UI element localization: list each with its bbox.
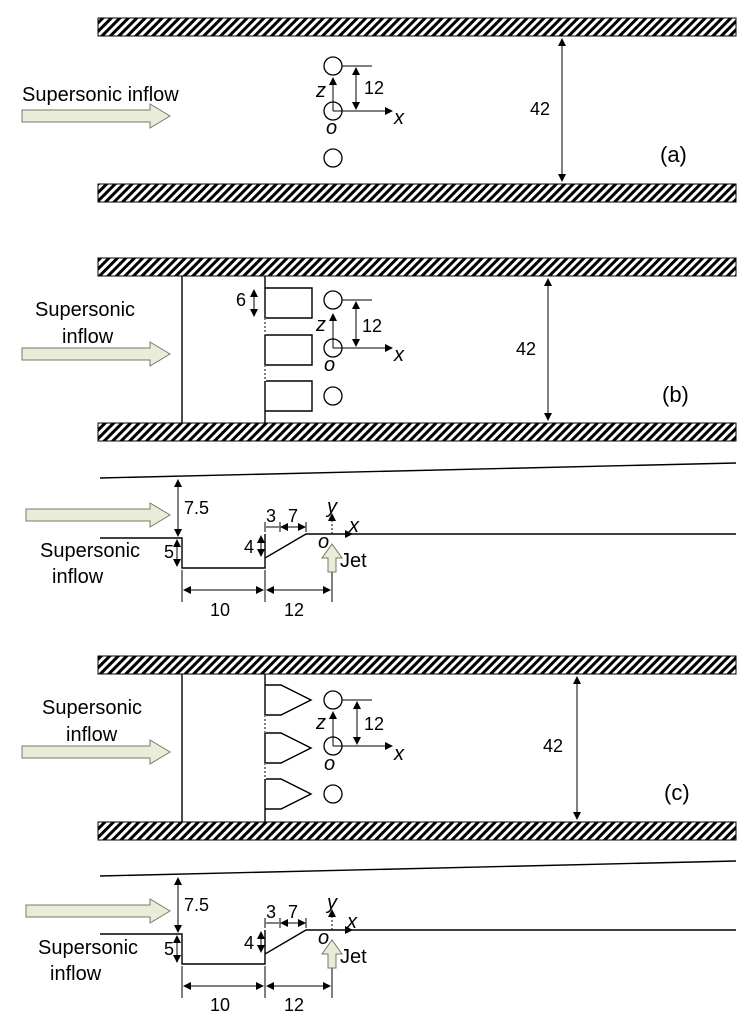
x-axis-label: x (348, 515, 360, 537)
jet-label: Jet (340, 946, 367, 968)
panel-b-side-view: Supersonic inflow 7.5 5 4 3 7 10 12 y x … (25, 462, 737, 620)
bottom-wall (97, 821, 737, 841)
step-height-label: 7.5 (184, 498, 209, 518)
injector-circle (323, 148, 343, 168)
inflow-arrow (25, 898, 171, 924)
x-axis-label: x (346, 911, 358, 933)
jet-arrow (321, 543, 343, 573)
rectangular-ramp (265, 287, 313, 319)
lip-height-label: 5 (164, 939, 174, 959)
inflow-label-line2: inflow (52, 566, 104, 588)
ramp-to-jet-label: 12 (284, 995, 304, 1015)
inflow-label-line1: Supersonic (40, 540, 140, 562)
injector-circle (323, 290, 343, 310)
origin-label: o (326, 117, 337, 139)
ramp-height-label: 4 (244, 537, 254, 557)
y-axis-label: y (325, 496, 338, 518)
spacing-label: 12 (364, 714, 384, 734)
cavity-length-label: 10 (210, 995, 230, 1015)
ramp-to-jet-label: 12 (284, 600, 304, 620)
injector-circle (323, 56, 343, 76)
inflow-label-line1: Supersonic (38, 937, 138, 959)
inflow-label: Supersonic inflow (22, 84, 179, 106)
z-axis-label: z (315, 314, 326, 336)
ramp-length-label: 7 (288, 902, 298, 922)
origin-label: o (324, 753, 335, 775)
rectangular-ramp (265, 380, 313, 412)
x-axis-label: x (393, 344, 405, 366)
inflow-arrow (21, 739, 171, 765)
height-label: 42 (543, 736, 563, 756)
origin-label: o (324, 354, 335, 376)
panel-tag: (a) (660, 142, 687, 167)
top-wall (97, 655, 737, 675)
z-axis-label: z (315, 712, 326, 734)
x-axis-label: x (393, 743, 405, 765)
gap-label: 3 (266, 506, 276, 526)
panel-c-side-view: Supersonic inflow 7.5 5 4 3 7 10 12 y x … (25, 860, 737, 1015)
panel-c: Supersonic inflow 12 z x o 42 (c) (21, 655, 737, 841)
spacing-label: 12 (364, 78, 384, 98)
inflow-label-line2: inflow (50, 963, 102, 985)
inflow-label-line2: inflow (62, 326, 114, 348)
upper-wall-line (99, 860, 737, 877)
upper-wall-line (99, 462, 737, 479)
inflow-label-line2: inflow (66, 724, 118, 746)
gap-label: 3 (266, 902, 276, 922)
x-axis-label: x (393, 107, 405, 129)
triangular-ramp (265, 778, 313, 810)
inflow-label-line1: Supersonic (42, 697, 142, 719)
ramp-height-label: 4 (244, 933, 254, 953)
jet-arrow (321, 939, 343, 969)
injector-circle (323, 784, 343, 804)
origin-label: o (318, 927, 329, 949)
top-wall (97, 17, 737, 37)
inflow-arrow (25, 502, 171, 528)
inflow-arrow (21, 103, 171, 129)
tooth-height-label: 6 (236, 290, 246, 310)
panel-a: Supersonic inflow 12 z x o 42 (a) (21, 17, 737, 203)
injector-circle (323, 386, 343, 406)
bottom-wall (97, 422, 737, 442)
rectangular-ramp (265, 334, 313, 366)
ramp-length-label: 7 (288, 506, 298, 526)
cavity-length-label: 10 (210, 600, 230, 620)
injector-circle (323, 690, 343, 710)
origin-label: o (318, 531, 329, 553)
height-label: 42 (516, 339, 536, 359)
jet-label: Jet (340, 550, 367, 572)
bottom-wall (97, 183, 737, 203)
cavity-profile (100, 929, 736, 965)
triangular-ramp (265, 732, 313, 764)
y-axis-label: y (325, 892, 338, 914)
spacing-label: 12 (362, 316, 382, 336)
cavity-profile (100, 533, 736, 569)
inflow-label-line1: Supersonic (35, 299, 135, 321)
triangular-ramp (265, 684, 313, 716)
height-label: 42 (530, 99, 550, 119)
step-height-label: 7.5 (184, 895, 209, 915)
panel-tag: (c) (664, 780, 690, 805)
panel-tag: (b) (662, 382, 689, 407)
lip-height-label: 5 (164, 542, 174, 562)
panel-b: Supersonic inflow 6 12 z x o 42 (b) (21, 257, 737, 442)
top-wall (97, 257, 737, 277)
z-axis-label: z (315, 80, 326, 102)
inflow-arrow (21, 341, 171, 367)
